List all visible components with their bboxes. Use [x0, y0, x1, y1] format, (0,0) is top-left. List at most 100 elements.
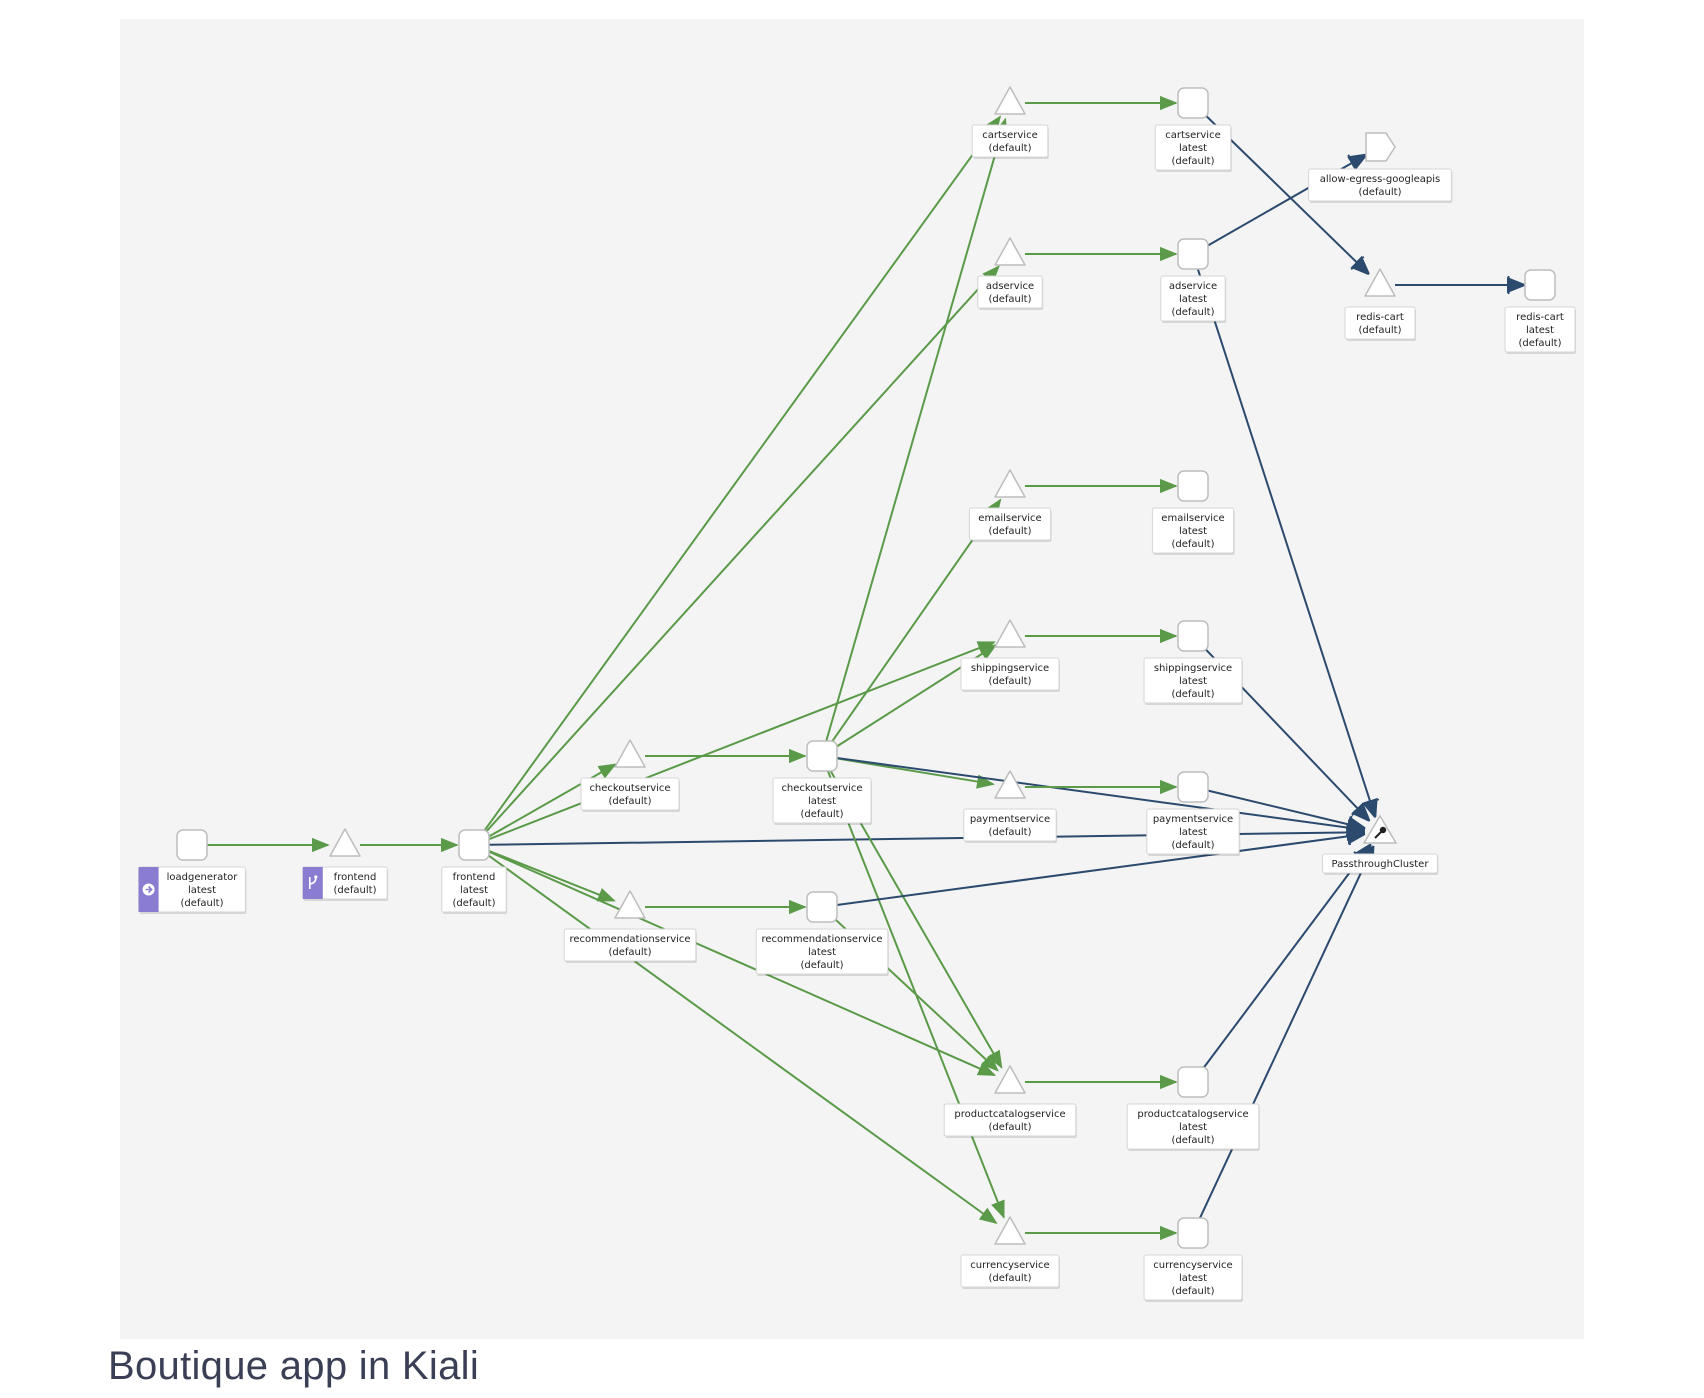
node-label-line: paymentservice	[970, 814, 1050, 825]
edge-frontend-app-to-cartservice-svc[interactable]	[481, 115, 1002, 834]
node-label: paymentservice(default)	[963, 808, 1058, 843]
app-node-square[interactable]	[806, 740, 838, 772]
service-node-triangle[interactable]	[994, 469, 1026, 498]
node-paymentservice-svc[interactable]: paymentservice(default)	[963, 770, 1058, 843]
node-label-line: latest	[460, 885, 488, 896]
node-shippingservice-svc[interactable]: shippingservice(default)	[960, 619, 1060, 692]
edge-frontend-app-to-currencyservice-svc[interactable]	[485, 852, 998, 1225]
edge-adservice-app-to-passthrough[interactable]	[1196, 267, 1375, 816]
node-label-line: allow-egress-googleapis	[1320, 174, 1441, 185]
edge-frontend-app-to-checkoutservice-svc[interactable]	[486, 763, 617, 839]
node-emailservice-svc[interactable]: emailservice(default)	[968, 469, 1052, 542]
edge-productcatalogservice-app-to-passthrough[interactable]	[1201, 846, 1370, 1071]
node-label-line: adservice	[986, 281, 1034, 292]
service-node-triangle[interactable]	[614, 739, 646, 768]
service-node-triangle[interactable]	[329, 828, 361, 857]
app-node-square[interactable]	[1177, 771, 1209, 803]
node-currencyservice-svc[interactable]: currencyservice (default)	[960, 1216, 1060, 1289]
app-node-square[interactable]	[1177, 1217, 1209, 1249]
node-label-line: (default)	[1359, 325, 1402, 336]
node-label-line: (default)	[1172, 840, 1215, 851]
service-node-triangle[interactable]	[1364, 268, 1396, 297]
edge-checkoutservice-app-to-emailservice-svc[interactable]	[829, 498, 1002, 745]
node-allow-egress-googleapis[interactable]: allow-egress-googleapis (default)	[1308, 132, 1453, 203]
node-redis-cart-svc[interactable]: redis-cart(default)	[1344, 268, 1416, 341]
node-label-line: (default)	[334, 885, 377, 896]
edge-frontend-app-to-shippingservice-svc[interactable]	[487, 641, 996, 841]
edge-frontend-app-to-recommendationservice-svc[interactable]	[487, 849, 616, 902]
edge-paymentservice-app-to-passthrough[interactable]	[1207, 789, 1364, 829]
app-node-square[interactable]	[1177, 87, 1209, 119]
app-node-square[interactable]	[1177, 620, 1209, 652]
app-node-square[interactable]	[1524, 269, 1556, 301]
node-label-line: (default)	[609, 796, 652, 807]
key-icon	[1374, 826, 1387, 839]
node-productcatalogservice-svc[interactable]: productcatalogservice(default)	[943, 1065, 1077, 1138]
service-entry-node-pentagon[interactable]	[1365, 132, 1396, 162]
node-paymentservice-app[interactable]: paymentservice latest (default)	[1146, 771, 1241, 856]
edge-checkoutservice-app-to-cartservice-svc[interactable]	[825, 117, 1008, 742]
node-recommendationservice-svc[interactable]: recommendationservice(default)	[563, 890, 697, 963]
app-node-square[interactable]	[1177, 1066, 1209, 1098]
service-node-triangle[interactable]	[614, 890, 646, 919]
node-label-line: redis-cart	[1516, 312, 1564, 323]
node-cartservice-svc[interactable]: cartservice(default)	[971, 86, 1049, 159]
service-node-triangle[interactable]	[994, 770, 1026, 799]
node-label-line: (default)	[1172, 1135, 1215, 1146]
node-label-line: paymentservice	[1153, 814, 1233, 825]
service-node-triangle[interactable]	[994, 86, 1026, 115]
edge-checkoutservice-app-to-paymentservice-svc[interactable]	[836, 757, 995, 789]
service-node-triangle[interactable]	[994, 1065, 1026, 1094]
app-node-square[interactable]	[1177, 238, 1209, 270]
node-adservice-svc[interactable]: adservice(default)	[977, 237, 1044, 310]
node-label: PassthroughCluster	[1322, 853, 1439, 875]
figure-caption: Boutique app in Kiali	[108, 1344, 480, 1388]
service-node-triangle[interactable]	[994, 237, 1026, 266]
node-checkoutservice-svc[interactable]: checkoutservice(default)	[580, 739, 680, 812]
node-label: cartservice(default)	[971, 124, 1049, 159]
node-label-line: (default)	[989, 1273, 1032, 1284]
node-passthrough[interactable]: PassthroughCluster	[1322, 814, 1439, 875]
service-node-triangle[interactable]	[994, 619, 1026, 648]
app-node-square[interactable]	[176, 829, 208, 861]
edge-recommendationservice-app-to-passthrough[interactable]	[836, 834, 1363, 906]
service-node-triangle[interactable]	[994, 1216, 1026, 1245]
edge-frontend-app-to-adservice-svc[interactable]	[483, 265, 1000, 835]
node-label-line: emailservice	[978, 513, 1041, 524]
node-label-line: latest	[1179, 143, 1207, 154]
node-label-line: (default)	[1359, 187, 1402, 198]
node-label: redis-cart(default)	[1344, 306, 1416, 341]
edge-checkoutservice-app-to-passthrough[interactable]	[836, 757, 1363, 830]
node-label-line: emailservice	[1161, 513, 1224, 524]
app-node-square[interactable]	[806, 891, 838, 923]
node-label: emailservice(default)	[968, 507, 1052, 542]
edge-currencyservice-app-to-passthrough[interactable]	[1198, 847, 1373, 1220]
app-node-square[interactable]	[1177, 470, 1209, 502]
node-label-line: latest	[1179, 827, 1207, 838]
node-label-line: (default)	[1172, 689, 1215, 700]
node-frontend-svc[interactable]: frontend(default)	[302, 828, 389, 901]
app-node-square[interactable]	[458, 829, 490, 861]
node-label-line: latest	[1179, 294, 1207, 305]
node-label-line: adservice	[1169, 281, 1217, 292]
edge-frontend-app-to-productcatalogservice-svc[interactable]	[487, 850, 997, 1077]
node-label: adservice(default)	[977, 275, 1044, 310]
node-label-line: productcatalogservice	[1137, 1109, 1248, 1120]
node-label-line: currencyservice	[970, 1260, 1049, 1271]
node-label-line: (default)	[1172, 156, 1215, 167]
